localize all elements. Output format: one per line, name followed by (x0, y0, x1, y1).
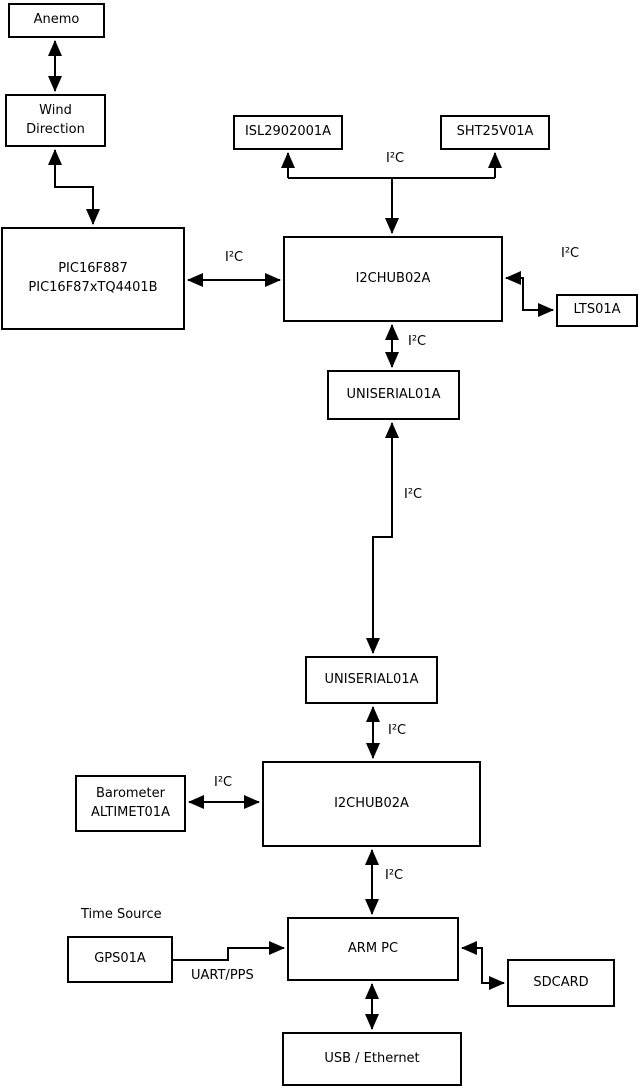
node-i2chub02a-1-label: I2CHUB02A (355, 270, 431, 286)
node-isl2902001a-label: ISL2902001A (244, 124, 332, 140)
node-pic16f887: PIC16F887 PIC16F87xTQ4401B (1, 227, 185, 330)
node-sdcard-label: SDCARD (533, 974, 589, 990)
node-wind-direction: Wind Direction (5, 94, 106, 147)
node-arm-pc-label: ARM PC (347, 940, 399, 956)
edge-label-i2c-hub1-lts: I²C (561, 246, 580, 261)
node-uniserial01a-2-label: UNISERIAL01A (324, 671, 419, 687)
edge-wind-pic (48, 149, 100, 225)
node-arm-pc: ARM PC (287, 917, 459, 981)
node-gps01a: GPS01A (67, 936, 173, 983)
edge-label-i2c-hub2-armpc: I²C (385, 868, 404, 883)
edge-label-i2c-uniserial-link: I²C (404, 487, 423, 502)
node-uniserial01a-1: UNISERIAL01A (327, 370, 460, 420)
node-gps01a-label: GPS01A (94, 951, 146, 967)
node-uniserial01a-1-label: UNISERIAL01A (346, 386, 441, 402)
edge-gps-armpc (173, 941, 285, 961)
edge-label-i2c-hub1-uniserial1: I²C (408, 334, 427, 349)
edge-armpc-sdcard (461, 941, 505, 990)
node-isl2902001a: ISL2902001A (233, 115, 343, 150)
node-sht25v01a-label: SHT25V01A (456, 124, 534, 140)
edge-label-i2c-uniserial2-hub2: I²C (388, 723, 407, 738)
node-i2chub02a-1: I2CHUB02A (283, 236, 503, 322)
edge-label-i2c-barometer-hub2: I²C (214, 775, 233, 790)
node-barometer-label-line2: ALTIMET01A (91, 804, 170, 820)
node-lts01a-label: LTS01A (573, 302, 621, 318)
node-pic16f887-label-line1: PIC16F887 (58, 260, 128, 276)
node-usb-ethernet: USB / Ethernet (282, 1032, 462, 1086)
node-wind-direction-label-line2: Direction (26, 121, 85, 137)
node-wind-direction-label-line1: Wind (39, 102, 72, 118)
edge-label-uart-pps: UART/PPS (191, 968, 254, 983)
node-sht25v01a: SHT25V01A (440, 115, 550, 150)
node-i2chub02a-2: I2CHUB02A (262, 761, 481, 847)
edge-label-i2c-tree: I²C (386, 151, 405, 166)
node-barometer-label-line1: Barometer (96, 785, 165, 801)
edge-uniserial1-uniserial2 (366, 422, 399, 654)
node-uniserial01a-2: UNISERIAL01A (305, 656, 438, 704)
edge-hub1-lts (505, 271, 554, 317)
node-barometer-altimet01a: Barometer ALTIMET01A (75, 775, 186, 832)
node-i2chub02a-2-label: I2CHUB02A (334, 795, 409, 811)
edge-label-time-source: Time Source (81, 907, 162, 922)
node-pic16f887-label-line2: PIC16F87xTQ4401B (28, 279, 158, 295)
node-sdcard: SDCARD (507, 959, 615, 1007)
node-anemo: Anemo (8, 3, 105, 38)
edge-label-i2c-pic-hub1: I²C (225, 250, 244, 265)
node-usb-ethernet-label: USB / Ethernet (324, 1050, 420, 1066)
node-lts01a: LTS01A (556, 294, 638, 327)
node-anemo-label: Anemo (33, 12, 80, 28)
